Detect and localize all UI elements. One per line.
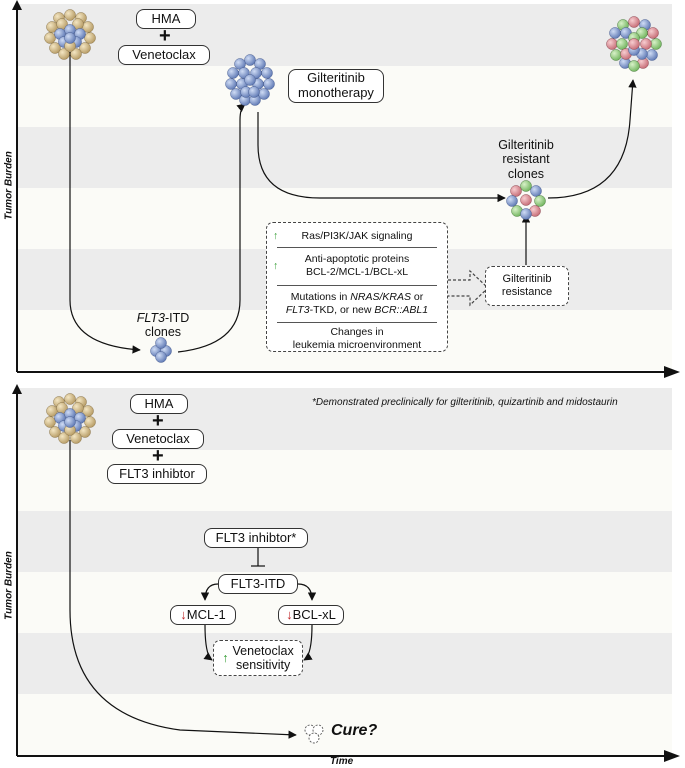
mechanism-3: Mutations in NRAS/KRAS or FLT3-TKD, or n… <box>267 291 447 316</box>
mechanism-4-line2: leukemia microenvironment <box>292 338 422 351</box>
resistant-clones-label: Gilteritinib resistant clones <box>486 138 566 181</box>
gilteritinib-mono-line2: monotherapy <box>298 85 374 100</box>
mechanism-4-line1: Changes in <box>330 326 384 338</box>
flt3-itd-clones-icon <box>150 337 172 363</box>
curve-to-gilteritinib-mono <box>177 103 246 353</box>
flt3-italic: FLT3 <box>136 311 165 325</box>
bottom-initial-tumor-icon <box>44 393 96 444</box>
bclxl-label: BCL-xL <box>292 606 336 622</box>
top-plus: + <box>159 25 171 47</box>
flt3-inhibitor-star-box: FLT3 inhibtor* <box>204 528 308 548</box>
top-venetoclax-box: Venetoclax <box>118 45 210 65</box>
top-axes <box>12 0 680 378</box>
m3-c: or <box>410 291 424 303</box>
down-arrow-icon: ↓ <box>286 606 293 622</box>
bottom-panel-canvas <box>12 384 680 762</box>
m3-f: BCR::ABL1 <box>374 303 429 316</box>
mechanism-2-line1: Anti-apoptotic proteins <box>304 253 410 265</box>
mechanism-2-line2: BCL-2/MCL-1/BCL-xL <box>305 265 409 278</box>
curve-to-resistant-clones <box>257 112 506 203</box>
top-y-axis-label: Tumor Burden <box>3 151 15 220</box>
m3-a: Mutations in <box>290 291 351 303</box>
divider <box>277 247 437 248</box>
m3-e: -TKD, or new <box>309 303 375 316</box>
flt3-itd-clones-label: FLT3-ITD clones <box>128 311 198 340</box>
x-axis-label: Time <box>330 756 354 767</box>
curve-to-cure <box>69 440 297 739</box>
down-arrow-icon: ↓ <box>180 606 187 622</box>
cure-cluster-icon <box>304 724 324 744</box>
cure-label: Cure? <box>331 722 378 739</box>
bottom-hma-box: HMA <box>130 394 188 414</box>
resistance-mechanisms-box: ↑ Ras/PI3K/JAK signaling ↑ Anti-apoptoti… <box>266 222 448 352</box>
bottom-plus-2: + <box>152 445 164 467</box>
up-arrow-icon: ↑ <box>273 260 279 272</box>
up-arrow-icon: ↑ <box>222 651 229 665</box>
flt3-itd-box: FLT3-ITD <box>218 574 298 594</box>
gilteritinib-cluster-icon <box>225 54 275 106</box>
flt3-itd-suffix: -ITD <box>164 311 190 325</box>
signaling-arrows <box>200 545 317 661</box>
curve-to-final-tumor <box>547 79 637 199</box>
divider <box>277 322 437 323</box>
mechanism-4: Changes in leukemia microenvironment <box>267 326 447 351</box>
final-tumor-cluster-icon <box>606 16 662 72</box>
venetoclax-sensitivity-text: Venetoclax sensitivity <box>233 644 294 673</box>
footnote: *Demonstrated preclinically for gilterit… <box>312 397 618 408</box>
resistance-line2: resistance <box>501 286 553 298</box>
flt3-inhibitor-box: FLT3 inhibtor <box>107 464 207 484</box>
m3-b: NRAS/KRAS <box>350 291 411 303</box>
vs-line2: sensitivity <box>236 658 291 672</box>
m3-d: FLT3 <box>285 303 310 316</box>
curve-to-flt3-clones <box>69 52 141 354</box>
up-arrow-icon: ↑ <box>273 230 279 242</box>
venetoclax-sensitivity-box: ↑ Venetoclax sensitivity <box>213 640 303 676</box>
gilteritinib-monotherapy-box: Gilteritinib monotherapy <box>288 69 384 103</box>
bottom-axes <box>12 384 680 762</box>
resistant-line3: clones <box>507 166 545 181</box>
resistant-line1: Gilteritinib <box>498 138 554 152</box>
mcl1-box: ↓MCL-1 <box>170 605 236 625</box>
bottom-y-axis-label: Tumor Burden <box>3 551 15 620</box>
bottom-venetoclax-box: Venetoclax <box>112 429 204 449</box>
bottom-plus-1: + <box>152 410 164 432</box>
mechanism-1-text: Ras/PI3K/JAK signaling <box>301 230 413 242</box>
bottom-background-bands <box>17 388 672 755</box>
gilteritinib-mono-line1: Gilteritinib <box>307 70 365 86</box>
vs-line1: Venetoclax <box>232 643 294 658</box>
bclxl-box: ↓BCL-xL <box>278 605 344 625</box>
resistant-line2: resistant <box>502 152 550 167</box>
resistance-line1: Gilteritinib <box>502 272 552 285</box>
top-trajectory-curves <box>69 52 637 354</box>
divider <box>277 285 437 286</box>
mechanism-2: ↑ Anti-apoptotic proteins BCL-2/MCL-1/BC… <box>267 253 447 278</box>
flt3-clones-word: clones <box>144 325 182 340</box>
mechanism-1: ↑ Ras/PI3K/JAK signaling <box>267 230 447 243</box>
gilteritinib-resistance-box: Gilteritinib resistance <box>485 266 569 306</box>
initial-tumor-cluster-icon <box>44 9 96 60</box>
mcl1-label: MCL-1 <box>186 606 226 622</box>
top-hma-box: HMA <box>136 9 196 29</box>
resistant-clones-icon <box>506 180 546 220</box>
